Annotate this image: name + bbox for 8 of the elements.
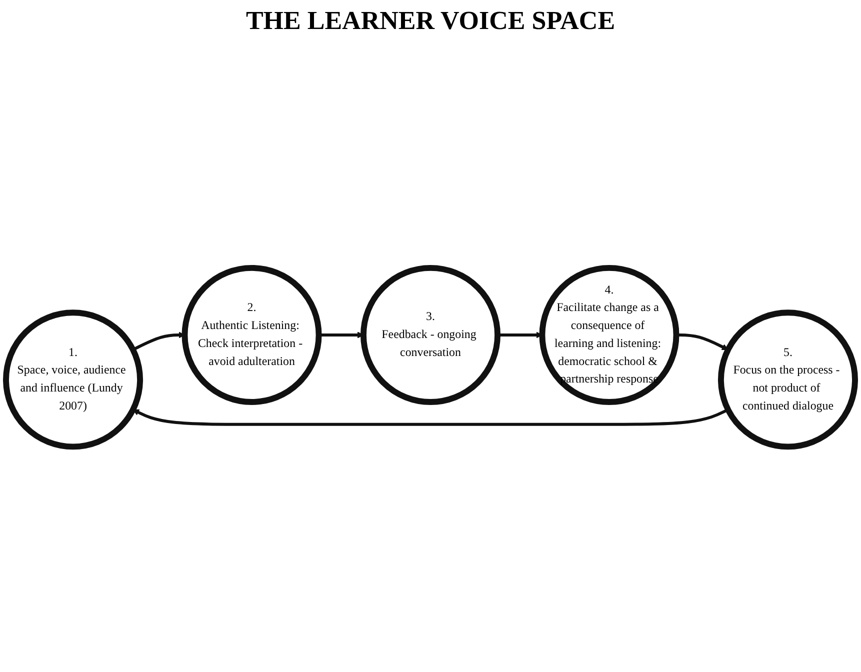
arrow [498,331,542,338]
diagram-title: THE LEARNER VOICE SPACE [246,6,616,36]
node-circle: 3. Feedback - ongoing conversation [360,264,500,405]
node-circle: 2. Authentic Listening: Check interpretation - avoid adulteration [182,264,322,405]
arrow [676,333,728,350]
arrow [132,408,729,426]
node-circle: 1. Space, voice, audience and influence (Lundy 2007) [3,309,144,450]
node-circle: 5. Focus on the process - not product of continued dialogue [718,309,858,450]
